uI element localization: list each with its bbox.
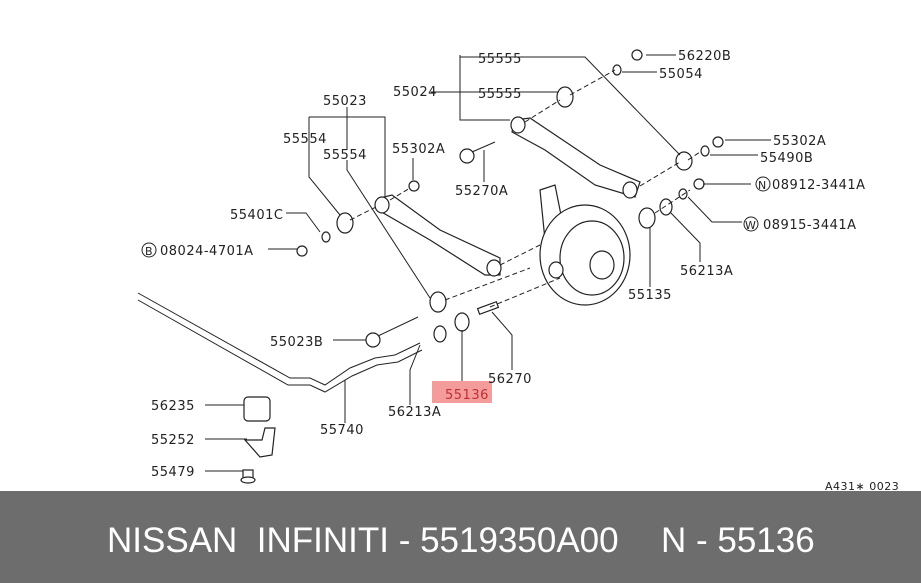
- stabilizer-bar: [137, 292, 423, 484]
- label-56213A-a[interactable]: 56213A: [680, 264, 733, 279]
- brand-part-number: NISSAN INFINITI - 5519350A00: [107, 521, 619, 560]
- label-55302A-a[interactable]: 55302A: [392, 142, 445, 157]
- axle-hub: [539, 184, 631, 306]
- label-08912-prefix: N: [758, 179, 767, 192]
- label-55024[interactable]: 55024: [393, 85, 437, 100]
- short-part-number: N - 55136: [661, 521, 815, 560]
- label-08024-prefix: B: [145, 245, 153, 258]
- label-55740[interactable]: 55740: [320, 423, 364, 438]
- upper-link-arm: [510, 116, 641, 199]
- parts-diagram: 55555 56220B 55054 55024 55555 55023 555…: [137, 49, 899, 491]
- label-55252[interactable]: 55252: [151, 433, 195, 448]
- label-55023[interactable]: 55023: [323, 94, 367, 109]
- bushings: [296, 49, 724, 348]
- label-08912-3441A[interactable]: 08912-3441A: [772, 178, 866, 193]
- label-56213A-b[interactable]: 56213A: [388, 405, 441, 420]
- label-55554-a[interactable]: 55554: [283, 132, 327, 147]
- label-08024-4701A[interactable]: 08024-4701A: [160, 244, 254, 259]
- label-55555-b[interactable]: 55555: [478, 87, 522, 102]
- label-55023B[interactable]: 55023B: [270, 335, 323, 350]
- label-56235[interactable]: 56235: [151, 399, 195, 414]
- label-56270[interactable]: 56270: [488, 372, 532, 387]
- label-55270A[interactable]: 55270A: [455, 184, 508, 199]
- label-08915-3441A[interactable]: 08915-3441A: [763, 218, 857, 233]
- label-55554-b[interactable]: 55554: [323, 148, 367, 163]
- label-55490B[interactable]: 55490B: [760, 151, 813, 166]
- lower-link-arm: [374, 194, 502, 277]
- label-56220B[interactable]: 56220B: [678, 49, 731, 64]
- label-55555-a[interactable]: 55555: [478, 52, 522, 67]
- part-number-banner: NISSAN INFINITI - 5519350A00 N - 55136: [0, 491, 921, 583]
- diagram-code: A431∗ 0023: [825, 480, 899, 491]
- label-08915-prefix: W: [745, 219, 756, 232]
- label-55136-highlighted[interactable]: 55136: [445, 388, 489, 403]
- label-55135[interactable]: 55135: [628, 288, 672, 303]
- label-55054[interactable]: 55054: [659, 67, 703, 82]
- label-55302A-b[interactable]: 55302A: [773, 134, 826, 149]
- highlighted-part-box: [432, 381, 492, 403]
- label-55479[interactable]: 55479: [151, 465, 195, 480]
- label-55401C[interactable]: 55401C: [230, 208, 283, 223]
